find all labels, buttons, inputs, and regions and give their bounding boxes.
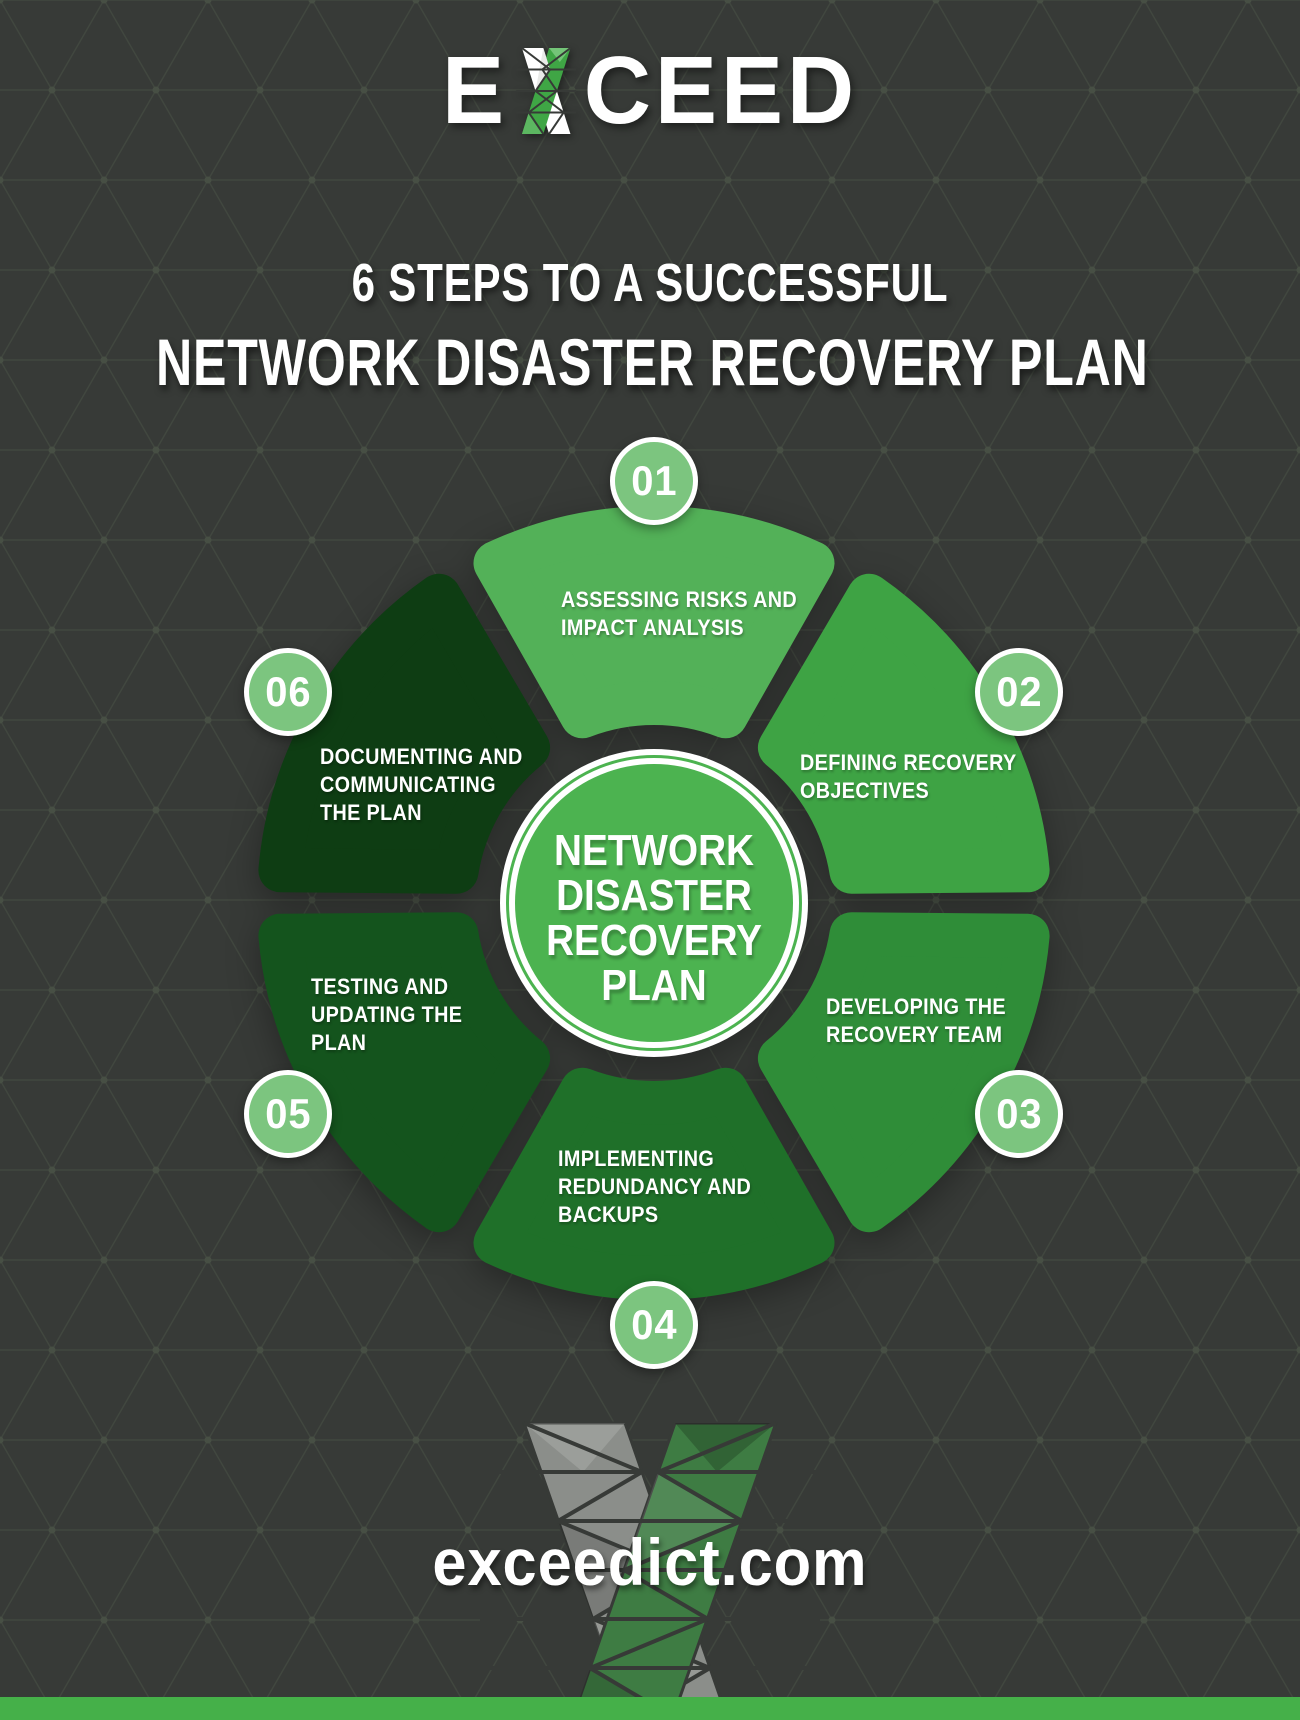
step-number: 03 [995, 1090, 1043, 1137]
step-badge-05: 05 [244, 1070, 332, 1158]
label-line: OBJECTIVES [800, 778, 930, 803]
exceed-logo: E CEED [20, 36, 1281, 146]
logo-prefix-letter: E [442, 37, 509, 144]
label-line: REDUNDANCY AND [558, 1174, 752, 1199]
website-url: exceedict.com [432, 1525, 868, 1599]
hub-line: RECOVERY [546, 916, 762, 965]
step-badge-03: 03 [975, 1070, 1063, 1158]
label-line: THE PLAN [320, 800, 422, 825]
label-line: DEVELOPING THE [826, 994, 1006, 1019]
petal-step-05 [258, 912, 551, 1233]
step-badge-01: 01 [610, 437, 698, 525]
petal-step-03 [757, 912, 1050, 1233]
hub-line: NETWORK [553, 826, 755, 875]
label-line: PLAN [311, 1030, 367, 1055]
hub-ring-line [506, 755, 802, 1051]
label-line: DEFINING RECOVERY [800, 750, 1017, 775]
label-line: TESTING AND [311, 974, 449, 999]
petal-step-01 [473, 506, 835, 739]
step-number: 06 [264, 668, 312, 715]
step-badge-02: 02 [975, 648, 1063, 736]
step-label-06: DOCUMENTING AND COMMUNICATING THE PLAN [320, 743, 523, 827]
label-line: RECOVERY TEAM [826, 1022, 1003, 1047]
page-title: NETWORK DISASTER RECOVERY PLAN [156, 325, 1149, 399]
label-line: IMPLEMENTING [558, 1146, 715, 1171]
watermark-x-icon [480, 1421, 820, 1719]
logo-x-triangle-icon [515, 48, 576, 134]
subtitle: 6 STEPS TO A SUCCESSFUL [351, 253, 949, 313]
step-label-03: DEVELOPING THE RECOVERY TEAM [826, 993, 1006, 1049]
step-label-01: ASSESSING RISKS AND IMPACT ANALYSIS [561, 586, 797, 642]
petal-step-02 [757, 573, 1050, 894]
hub-line: PLAN [601, 961, 707, 1010]
hub-disc [515, 764, 793, 1042]
petal-step-04 [473, 1067, 835, 1300]
label-line: UPDATING THE [311, 1002, 463, 1027]
step-number: 05 [264, 1090, 312, 1137]
hub-title: NETWORK DISASTER RECOVERY PLAN [494, 828, 814, 1008]
label-line: DOCUMENTING AND [320, 744, 523, 769]
step-number: 04 [630, 1301, 678, 1348]
label-line: BACKUPS [558, 1202, 659, 1227]
step-badge-06: 06 [244, 648, 332, 736]
logo-suffix-letters: CEED [583, 37, 858, 144]
step-number: 02 [995, 668, 1043, 715]
footer-bar [0, 1697, 1300, 1720]
step-number: 01 [630, 457, 678, 504]
petal-step-06 [258, 573, 551, 894]
step-label-02: DEFINING RECOVERY OBJECTIVES [800, 749, 1017, 805]
step-label-05: TESTING AND UPDATING THE PLAN [311, 973, 462, 1057]
step-label-04: IMPLEMENTING REDUNDANCY AND BACKUPS [558, 1145, 751, 1229]
label-line: ASSESSING RISKS AND [561, 587, 798, 612]
step-badge-04: 04 [610, 1281, 698, 1369]
label-line: COMMUNICATING [320, 772, 496, 797]
label-line: IMPACT ANALYSIS [561, 615, 744, 640]
hub-line: DISASTER [556, 871, 752, 920]
